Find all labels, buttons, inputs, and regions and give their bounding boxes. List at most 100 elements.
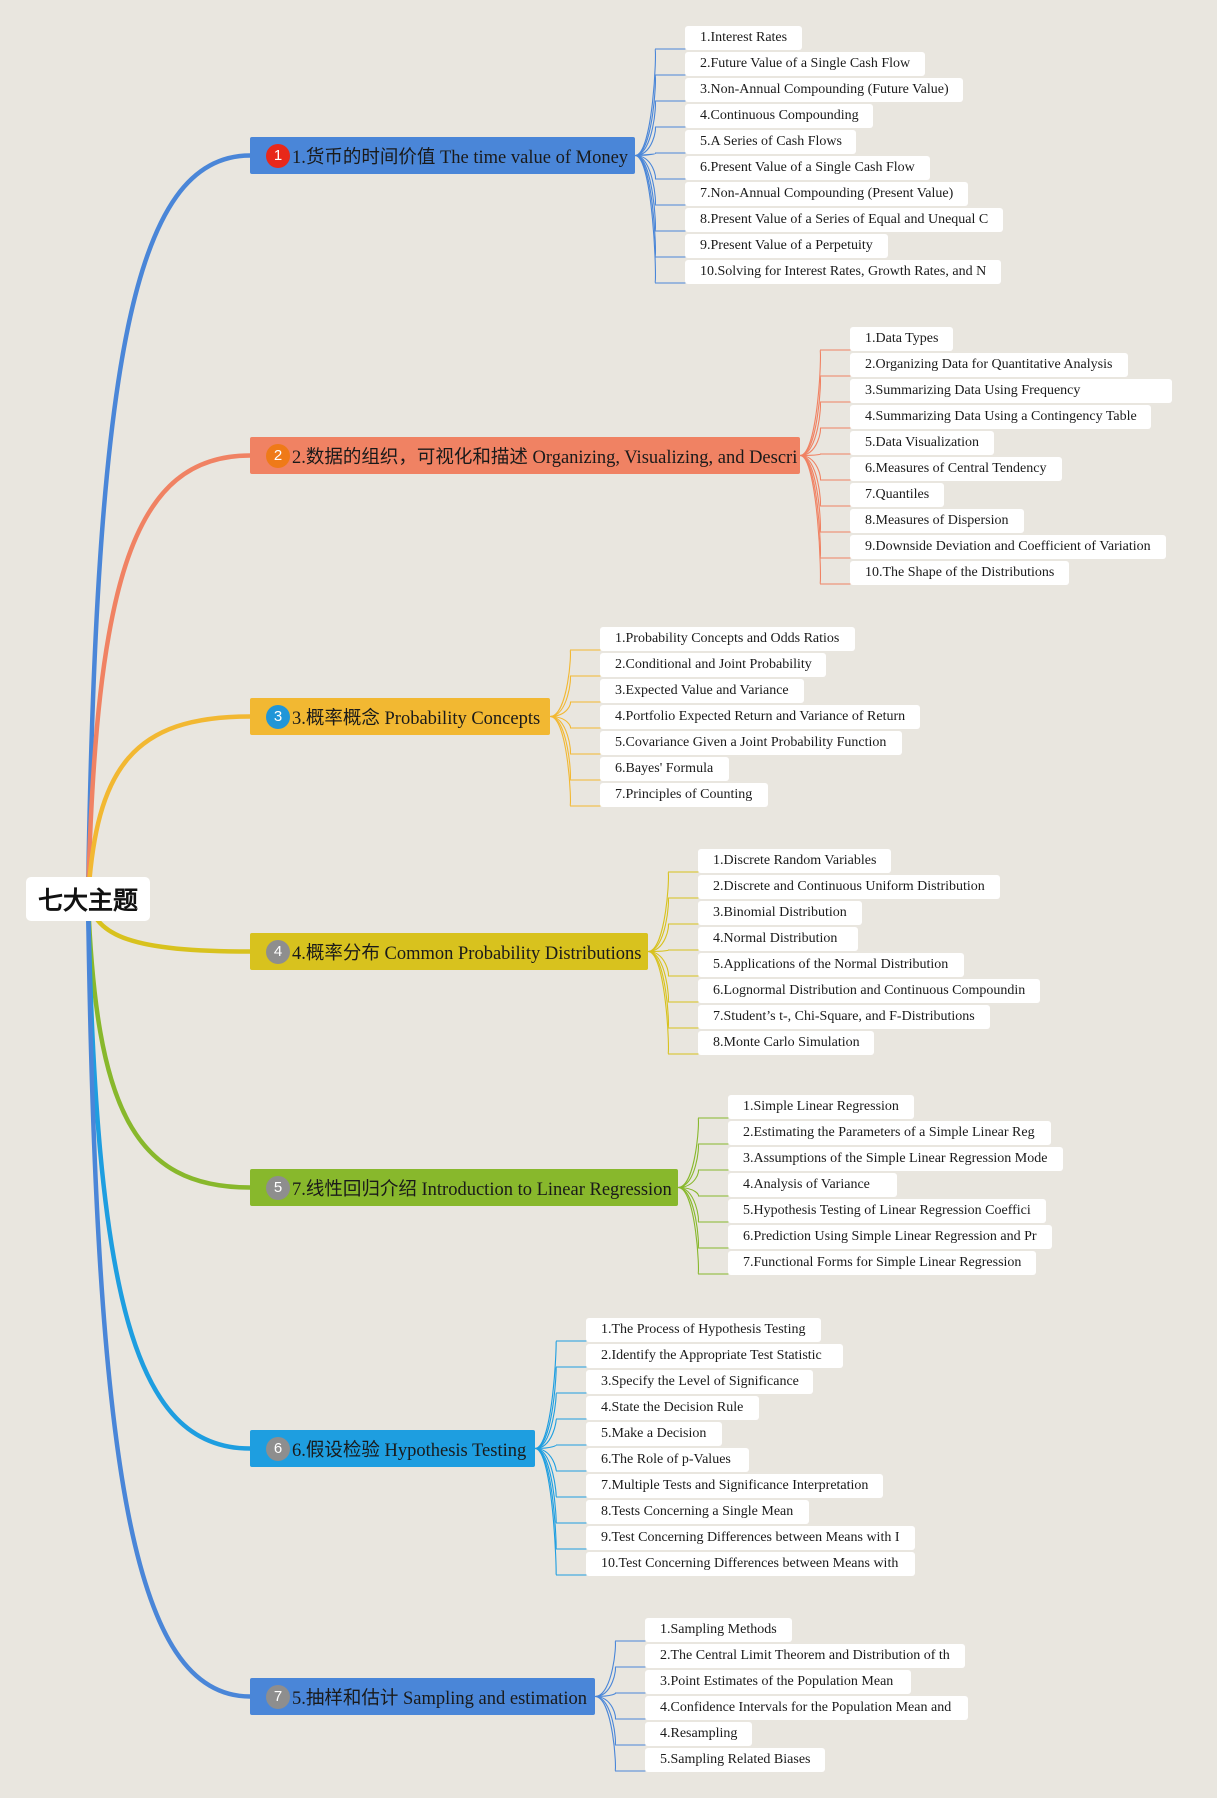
subtopic-item[interactable]: 4.Resampling	[645, 1722, 752, 1746]
leaf-connector	[594, 1695, 646, 1772]
subtopic-item[interactable]: 1.Data Types	[850, 327, 953, 351]
leaf-connector	[594, 1666, 646, 1698]
leaf-connector	[534, 1447, 587, 1576]
subtopic-item[interactable]: 1.Sampling Methods	[645, 1618, 792, 1642]
topic-title: 1.货币的时间价值 The time value of Money	[292, 147, 629, 168]
leaf-connector	[534, 1340, 587, 1450]
subtopic-item[interactable]: 7.Multiple Tests and Significance Interp…	[586, 1474, 883, 1498]
subtopic-item[interactable]: 6.Prediction Using Simple Linear Regress…	[728, 1225, 1052, 1249]
leaf-connector	[647, 950, 699, 1003]
leaf-connector	[594, 1640, 646, 1698]
subtopic-item[interactable]: 4.Analysis of Variance	[728, 1173, 897, 1197]
subtopic-item[interactable]: 3.Expected Value and Variance	[600, 679, 804, 703]
subtopic-item[interactable]: 3.Binomial Distribution	[698, 901, 862, 925]
subtopic-item[interactable]: 8.Measures of Dispersion	[850, 509, 1024, 533]
subtopic-item[interactable]: 9.Present Value of a Perpetuity	[685, 234, 888, 258]
leaf-connector	[634, 48, 686, 157]
subtopic-item[interactable]: 1.Simple Linear Regression	[728, 1095, 914, 1119]
subtopic-item[interactable]: 6.Lognormal Distribution and Continuous …	[698, 979, 1040, 1003]
subtopic-item[interactable]: 4.State the Decision Rule	[586, 1396, 759, 1420]
subtopic-item[interactable]: 3.Specify the Level of Significance	[586, 1370, 813, 1394]
leaf-connector	[594, 1695, 646, 1746]
subtopic-item[interactable]: 10.Solving for Interest Rates, Growth Ra…	[685, 260, 1001, 284]
topic-title: 2.数据的组织，可视化和描述 Organizing, Visualizing, …	[292, 447, 798, 468]
subtopic-item[interactable]: 7.Principles of Counting	[600, 783, 768, 807]
subtopic-item[interactable]: 7.Student’s t-, Chi-Square, and F-Distri…	[698, 1005, 990, 1029]
subtopic-item[interactable]: 9.Test Concerning Differences between Me…	[586, 1526, 915, 1550]
leaf-connector	[799, 454, 851, 585]
subtopic-item[interactable]: 4.Summarizing Data Using a Contingency T…	[850, 405, 1151, 429]
root-node[interactable]: 七大主题	[26, 877, 150, 921]
leaf-connector	[677, 1186, 729, 1223]
subtopic-item[interactable]: 7.Functional Forms for Simple Linear Reg…	[728, 1251, 1036, 1275]
subtopic-item[interactable]: 2.Conditional and Joint Probability	[600, 653, 826, 677]
leaf-connector	[647, 950, 699, 1029]
subtopic-item[interactable]: 6.Bayes' Formula	[600, 757, 729, 781]
leaf-connector	[647, 923, 699, 953]
subtopic-item[interactable]: 2.Estimating the Parameters of a Simple …	[728, 1121, 1051, 1145]
topic-title: 5.抽样和估计 Sampling and estimation	[292, 1688, 587, 1709]
subtopic-item[interactable]: 2.Future Value of a Single Cash Flow	[685, 52, 925, 76]
subtopic-item[interactable]: 1.Interest Rates	[685, 26, 802, 50]
subtopic-item[interactable]: 1.Discrete Random Variables	[698, 849, 891, 873]
subtopic-item[interactable]: 1.Probability Concepts and Odds Ratios	[600, 627, 855, 651]
leaf-connector	[594, 1695, 646, 1720]
subtopic-item[interactable]: 5.Sampling Related Biases	[645, 1748, 825, 1772]
leaf-connector	[534, 1366, 587, 1450]
subtopic-item[interactable]: 5.Data Visualization	[850, 431, 994, 455]
subtopic-item[interactable]: 4.Continuous Compounding	[685, 104, 873, 128]
leaf-connector	[534, 1447, 587, 1498]
subtopic-item[interactable]: 2.The Central Limit Theorem and Distribu…	[645, 1644, 965, 1668]
subtopic-item[interactable]: 6.Measures of Central Tendency	[850, 457, 1062, 481]
subtopic-item[interactable]: 5.Make a Decision	[586, 1422, 722, 1446]
subtopic-item[interactable]: 5.Covariance Given a Joint Probability F…	[600, 731, 902, 755]
topic-title: 7.线性回归介绍 Introduction to Linear Regressi…	[292, 1179, 672, 1200]
subtopic-item[interactable]: 6.Present Value of a Single Cash Flow	[685, 156, 930, 180]
subtopic-item[interactable]: 9.Downside Deviation and Coefficient of …	[850, 535, 1166, 559]
subtopic-item[interactable]: 7.Non-Annual Compounding (Present Value)	[685, 182, 968, 206]
topic-connector	[85, 453, 253, 902]
subtopic-item[interactable]: 4.Normal Distribution	[698, 927, 858, 951]
subtopic-item[interactable]: 4.Portfolio Expected Return and Variance…	[600, 705, 920, 729]
subtopic-item[interactable]: 5.Applications of the Normal Distributio…	[698, 953, 964, 977]
subtopic-item[interactable]: 3.Summarizing Data Using Frequency	[850, 379, 1172, 403]
subtopic-item[interactable]: 3.Assumptions of the Simple Linear Regre…	[728, 1147, 1063, 1171]
subtopic-item[interactable]: 8.Present Value of a Series of Equal and…	[685, 208, 1003, 232]
leaf-connector	[799, 454, 851, 481]
subtopic-item[interactable]: 5.Hypothesis Testing of Linear Regressio…	[728, 1199, 1046, 1223]
subtopic-item[interactable]: 3.Point Estimates of the Population Mean	[645, 1670, 911, 1694]
topic-connector	[85, 714, 253, 902]
leaf-connector	[594, 1692, 646, 1698]
subtopic-item[interactable]: 8.Tests Concerning a Single Mean	[586, 1500, 809, 1524]
subtopic-item[interactable]: 1.The Process of Hypothesis Testing	[586, 1318, 821, 1342]
subtopic-item[interactable]: 2.Discrete and Continuous Uniform Distri…	[698, 875, 1000, 899]
leaf-connector	[534, 1392, 587, 1450]
topic-title: 3.概率概念 Probability Concepts	[292, 708, 541, 729]
subtopic-item[interactable]: 8.Monte Carlo Simulation	[698, 1031, 874, 1055]
topic-number-badge: 7	[266, 1684, 290, 1709]
leaf-connector	[549, 701, 601, 718]
subtopic-item[interactable]: 3.Non-Annual Compounding (Future Value)	[685, 78, 963, 102]
leaf-connector	[534, 1418, 587, 1450]
topic-connector	[85, 896, 253, 1190]
subtopic-item[interactable]: 10.Test Concerning Differences between M…	[586, 1552, 915, 1576]
leaf-connector	[677, 1186, 729, 1275]
leaf-connector	[647, 871, 699, 953]
subtopic-item[interactable]: 10.The Shape of the Distributions	[850, 561, 1069, 585]
topic-number-badge: 5	[266, 1175, 290, 1200]
subtopic-item[interactable]: 7.Quantiles	[850, 483, 944, 507]
subtopic-item[interactable]: 5.A Series of Cash Flows	[685, 130, 856, 154]
topic-title: 4.概率分布 Common Probability Distributions	[292, 943, 642, 964]
subtopic-item[interactable]: 2.Identify the Appropriate Test Statisti…	[586, 1344, 843, 1368]
leaf-connector	[799, 375, 851, 457]
subtopic-item[interactable]: 4.Confidence Intervals for the Populatio…	[645, 1696, 968, 1720]
subtopic-item[interactable]: 6.The Role of p-Values	[586, 1448, 749, 1472]
subtopic-item[interactable]: 2.Organizing Data for Quantitative Analy…	[850, 353, 1128, 377]
